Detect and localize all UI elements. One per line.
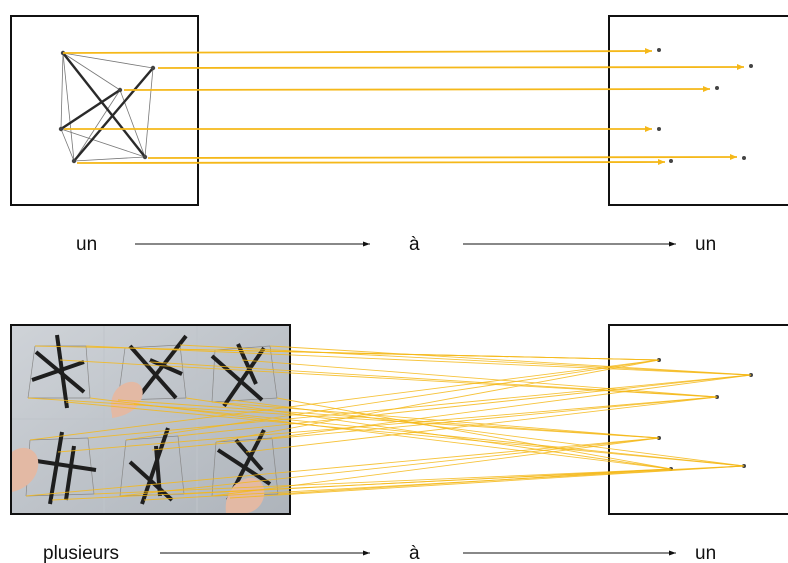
target-point — [749, 64, 753, 68]
top-label-middle: à — [409, 234, 420, 255]
bottom-label-left: plusieurs — [43, 543, 119, 563]
top-correspondence-arrows — [62, 48, 745, 166]
top-label-left: un — [76, 234, 97, 255]
correspondence-line — [183, 468, 672, 495]
correspondence-line — [177, 374, 752, 437]
bottom-label-right: un — [695, 543, 716, 563]
wire-strut — [73, 67, 154, 162]
correspondence-line — [269, 345, 752, 376]
target-point — [742, 156, 746, 160]
correspondence-line — [117, 399, 660, 439]
hand-shape — [110, 381, 143, 418]
correspondence-arrow — [147, 154, 738, 161]
photo-cell — [12, 431, 97, 505]
top-source-frame — [10, 15, 199, 206]
correspondence-arrow — [76, 159, 666, 166]
correspondence-arrow — [123, 86, 711, 93]
correspondence-arrow — [157, 64, 745, 71]
target-point — [657, 127, 661, 131]
top-target-panel — [608, 15, 788, 206]
target-point — [669, 159, 673, 163]
wire-node — [142, 154, 148, 160]
wire-node — [117, 87, 123, 93]
correspondence-line — [119, 437, 660, 497]
top-target-frame — [608, 15, 788, 206]
correspondence-line — [211, 401, 660, 439]
correspondence-line — [125, 359, 660, 441]
wire-node — [58, 126, 64, 132]
wire-edge — [73, 89, 121, 162]
wire-strut — [62, 52, 146, 158]
target-point — [657, 48, 661, 52]
hand-shape — [12, 447, 39, 492]
correspondence-line — [151, 396, 718, 451]
correspondence-line — [245, 396, 718, 453]
correspondence-line — [29, 359, 660, 441]
wire-edge — [60, 52, 64, 130]
correspondence-line — [93, 468, 672, 495]
correspondence-line — [215, 359, 660, 443]
correspondence-line — [271, 374, 752, 439]
correspondence-line — [65, 401, 745, 467]
bottom-caption: plusieurs à un — [43, 543, 716, 563]
correspondence-arrow — [62, 48, 653, 55]
correspondence-line — [133, 403, 745, 467]
wire-edge — [144, 67, 154, 158]
correspondence-line — [87, 374, 752, 439]
correspondence-line — [89, 397, 672, 470]
bottom-target-panel — [608, 324, 788, 515]
correspondence-line — [57, 396, 718, 453]
wire-edge — [60, 128, 146, 158]
top-source-panel — [10, 15, 199, 206]
correspondence-line — [25, 437, 660, 497]
wire-edge — [73, 156, 146, 162]
correspondence-line — [241, 359, 718, 398]
correspondence-line — [149, 361, 718, 398]
correspondence-line — [276, 397, 672, 470]
correspondence-line — [85, 345, 752, 376]
wire-strut — [60, 88, 121, 131]
target-point — [715, 86, 719, 90]
wire-edge — [60, 128, 75, 162]
correspondence-line — [211, 437, 660, 497]
wire-edge — [62, 52, 154, 69]
tensegrity-wireframe — [58, 50, 156, 164]
bottom-correspondence-lines — [25, 344, 752, 501]
wire-edge — [62, 52, 121, 91]
top-label-right: un — [695, 234, 716, 255]
top-caption: un à un — [76, 234, 716, 255]
correspondence-line — [277, 468, 672, 495]
correspondence-line — [214, 349, 660, 361]
wire-node — [71, 158, 77, 164]
correspondence-line — [59, 359, 718, 398]
wire-node — [150, 65, 156, 71]
wire-edge — [62, 52, 75, 162]
photo-cell — [110, 334, 188, 418]
bottom-target-frame — [608, 324, 788, 515]
bottom-label-middle: à — [409, 543, 420, 563]
correspondence-line — [229, 465, 745, 499]
photo-cell — [27, 334, 91, 409]
correspondence-line — [179, 344, 752, 376]
